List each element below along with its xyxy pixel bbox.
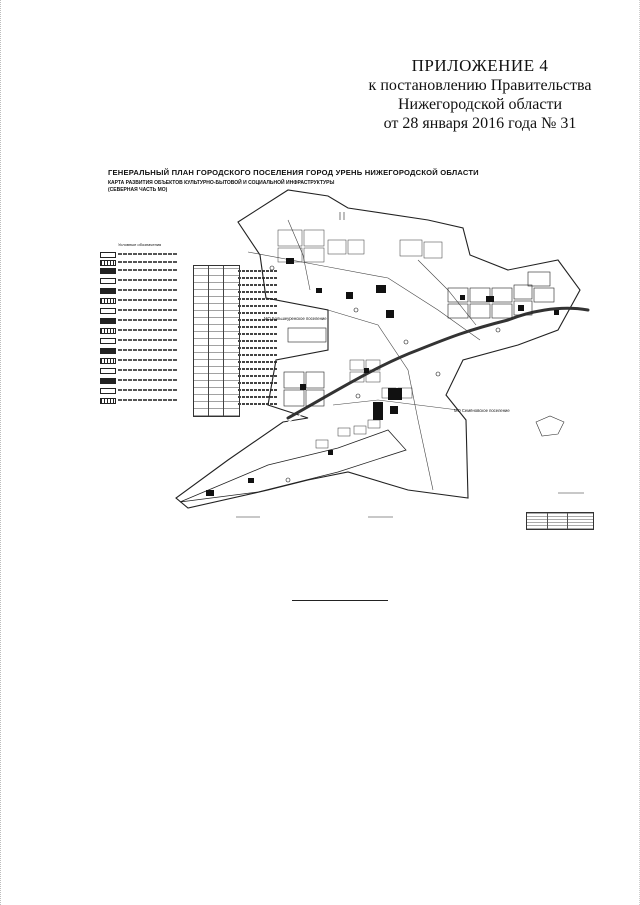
legend-row xyxy=(100,368,190,374)
legend-row xyxy=(100,268,190,274)
scale-bar xyxy=(236,492,584,518)
master-plan-map: ГЕНЕРАЛЬНЫЙ ПЛАН ГОРОДСКОГО ПОСЕЛЕНИЯ ГО… xyxy=(88,160,598,530)
map-subtitle: КАРТА РАЗВИТИЯ ОБЪЕКТОВ КУЛЬТУРНО-БЫТОВО… xyxy=(108,180,335,186)
area-label-west: МО Большеуренское поселение xyxy=(264,316,327,321)
map-part-label: (СЕВЕРНАЯ ЧАСТЬ МО) xyxy=(108,187,168,193)
map-title: ГЕНЕРАЛЬНЫЙ ПЛАН ГОРОДСКОГО ПОСЕЛЕНИЯ ГО… xyxy=(108,168,479,177)
legend-row xyxy=(100,260,190,266)
urban-blocks-center xyxy=(315,359,413,449)
legend-row xyxy=(100,328,190,334)
southern-strip xyxy=(179,429,407,503)
legend-row xyxy=(100,378,190,384)
legend-row xyxy=(100,298,190,304)
legend-row xyxy=(100,252,190,258)
road xyxy=(287,219,311,291)
urban-blocks-north xyxy=(277,229,443,263)
appendix-region-line: Нижегородской области xyxy=(397,96,562,113)
north-marker xyxy=(339,212,345,220)
scan-right-edge xyxy=(636,0,640,905)
area-label-east: МО Семёновское поселение xyxy=(454,408,510,413)
closing-rule xyxy=(292,600,388,601)
appendix-resolution-line: к постановлению Правительства xyxy=(368,77,592,94)
appendix-title: ПРИЛОЖЕНИЕ 4 xyxy=(411,56,549,75)
map-drawing xyxy=(175,189,590,518)
title-block-stamp xyxy=(526,512,594,530)
road xyxy=(332,399,459,411)
legend-notes xyxy=(238,265,278,415)
scan-left-edge xyxy=(0,0,4,905)
urban-blocks-west xyxy=(283,327,327,407)
social-objects xyxy=(206,258,559,496)
legend-row xyxy=(100,338,190,344)
legend-row xyxy=(100,398,190,404)
territory-boundary xyxy=(175,189,581,509)
legend-title: Условные обозначения xyxy=(118,242,162,247)
road xyxy=(327,309,434,491)
legend-row xyxy=(100,348,190,354)
appendix-header: ПРИЛОЖЕНИЕ 4 к постановлению Правительст… xyxy=(330,56,630,133)
inset-map xyxy=(535,415,565,437)
object-markers xyxy=(269,265,501,483)
road xyxy=(247,251,481,341)
legend-row xyxy=(100,358,190,364)
legend-row xyxy=(100,388,190,394)
urban-blocks-east xyxy=(447,271,555,319)
river xyxy=(286,306,590,420)
appendix-date-line: от 28 января 2016 года № 31 xyxy=(383,115,577,132)
legend-row xyxy=(100,318,190,324)
legend-row xyxy=(100,288,190,294)
legend-row xyxy=(100,308,190,314)
legend-row xyxy=(100,278,190,284)
road xyxy=(417,259,477,326)
